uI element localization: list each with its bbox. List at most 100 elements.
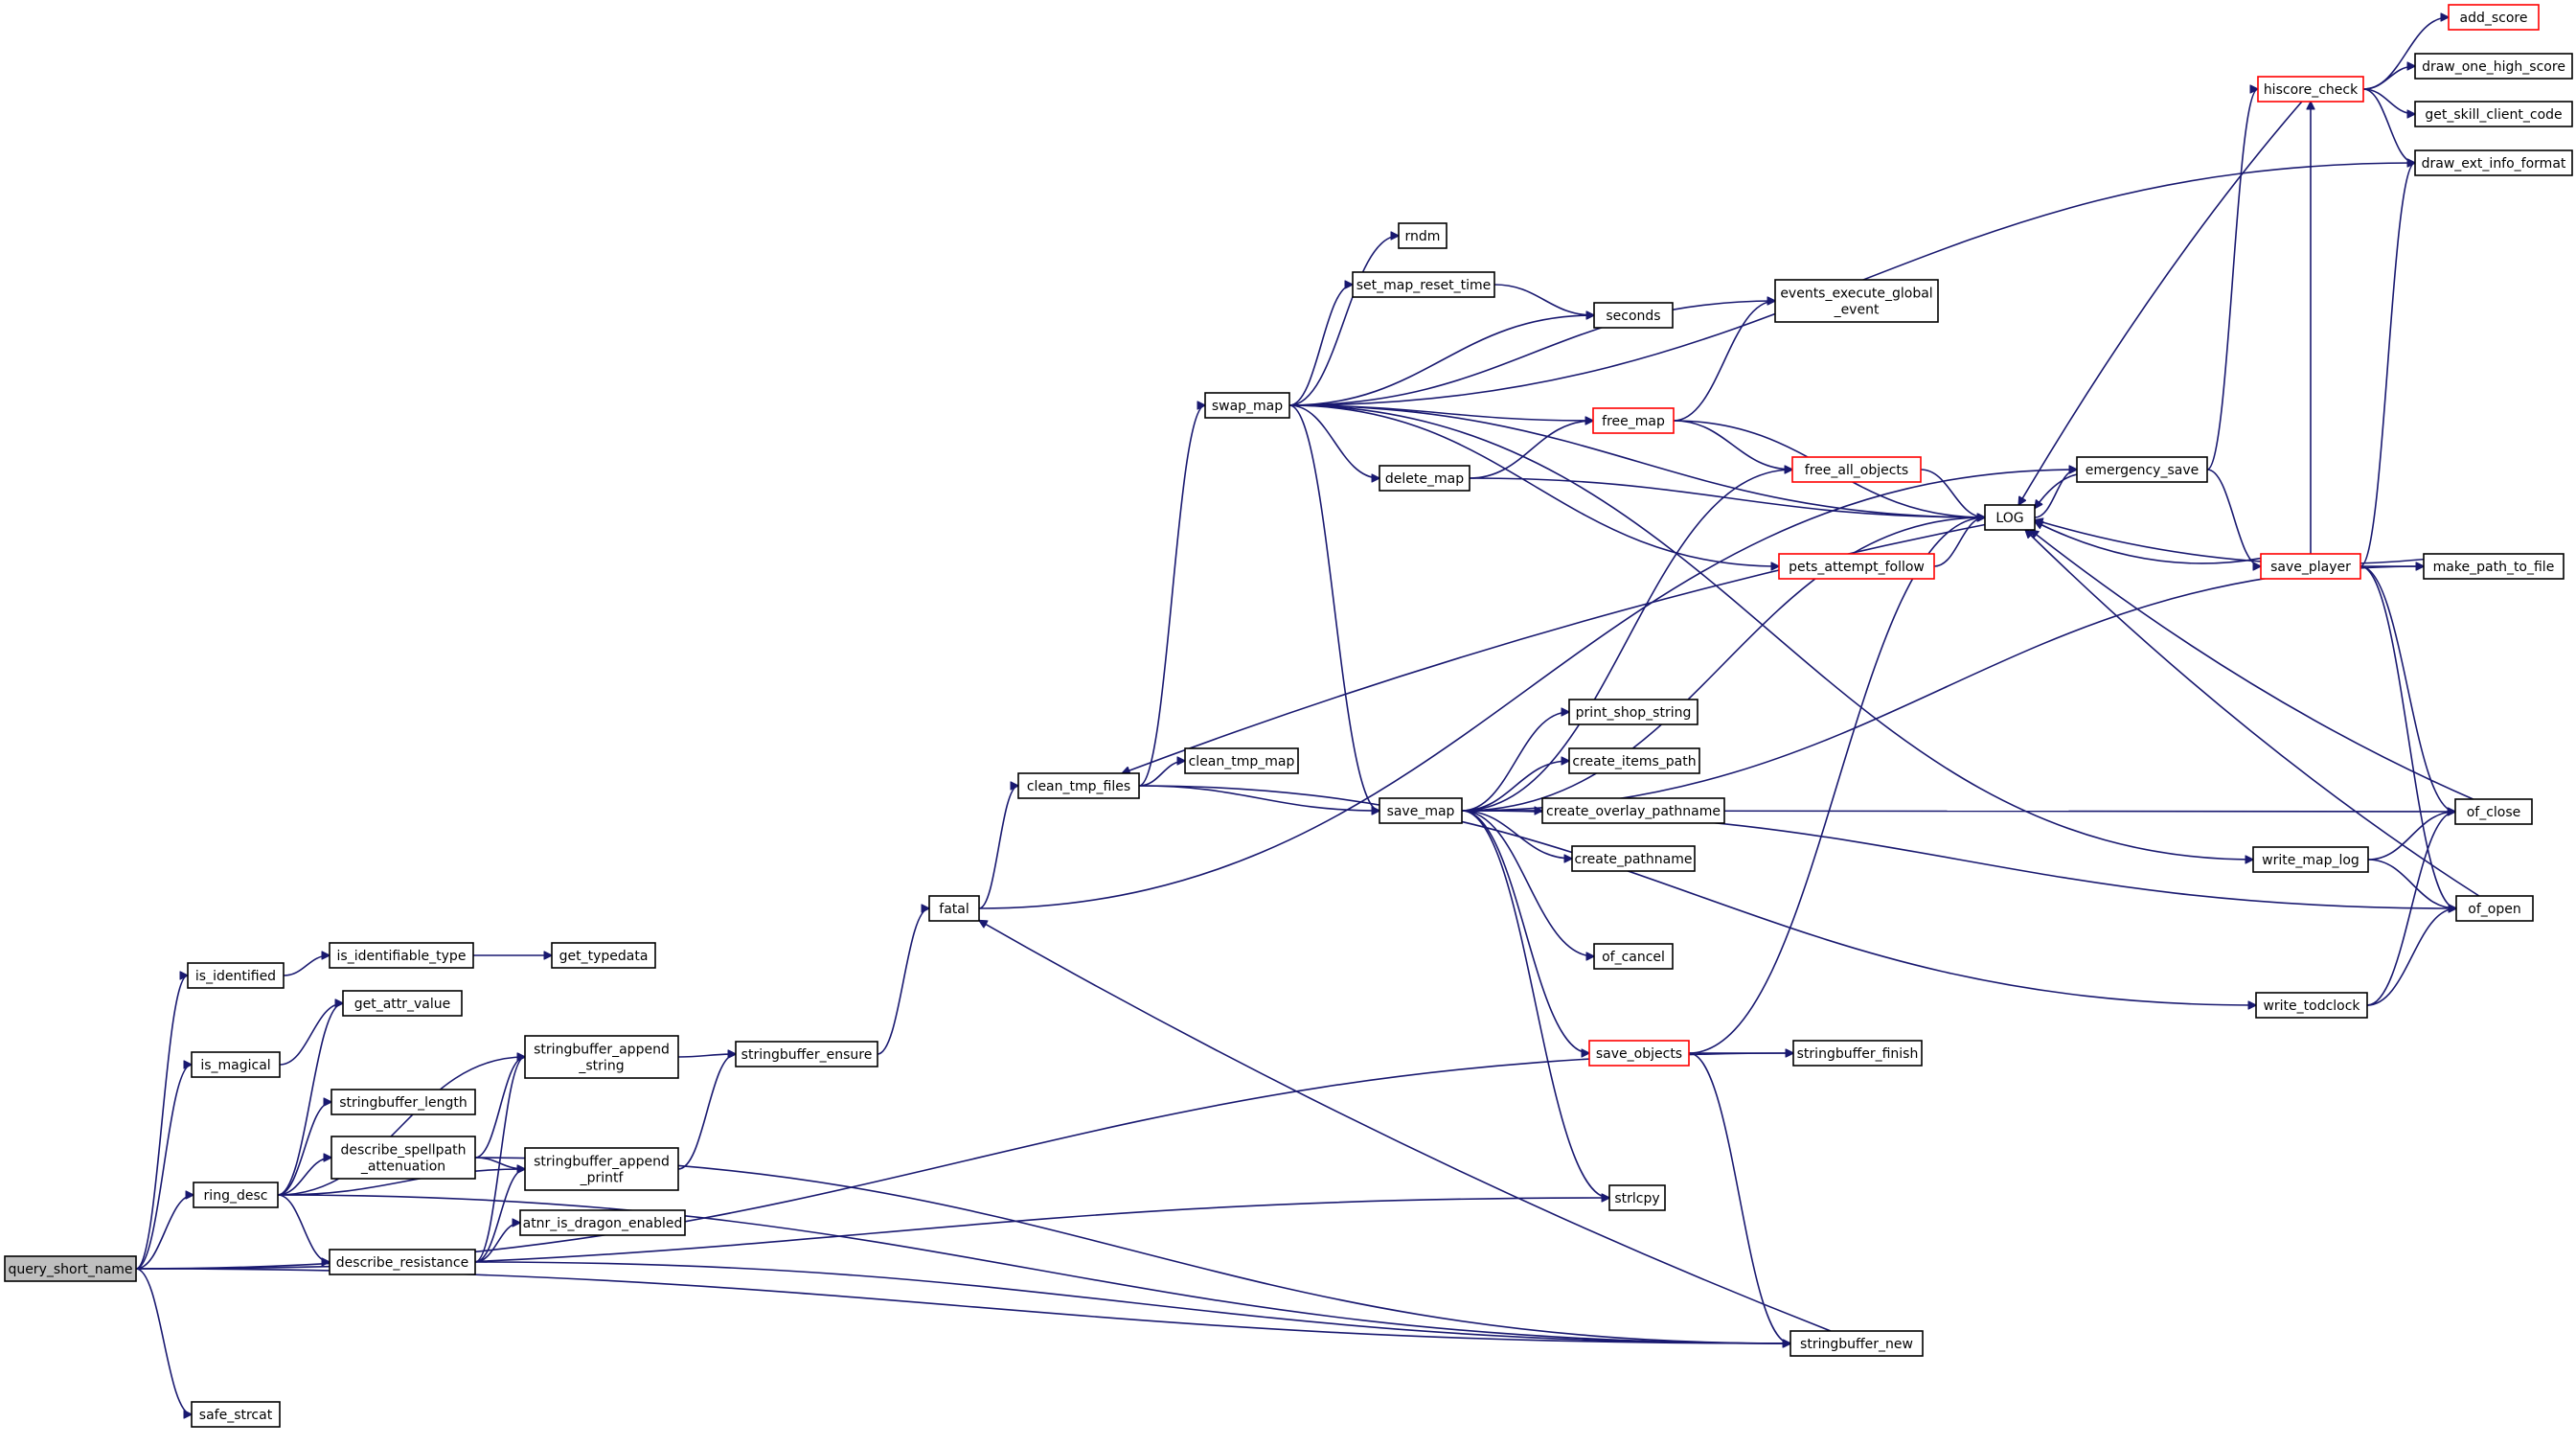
edge-stringbuffer_append_printf-to-stringbuffer_ensure — [677, 1054, 736, 1170]
node-box — [2455, 895, 2534, 922]
node-safe_strcat[interactable]: safe_strcat — [191, 1401, 281, 1428]
node-box — [331, 1089, 476, 1115]
edge-write_map_log-to-of_open — [2367, 859, 2456, 908]
node-box — [191, 1401, 281, 1428]
node-rndm[interactable]: rndm — [1398, 222, 1448, 249]
edge-LOG-to-clean_tmp_files — [1122, 523, 1986, 773]
edge-save_map-to-make_path_to_file — [1461, 566, 2424, 812]
node-box — [1571, 845, 1696, 872]
node-write_todclock[interactable]: write_todclock — [2255, 992, 2368, 1019]
edge-clean_tmp_files-to-write_todclock — [1138, 785, 2256, 1005]
node-write_map_log[interactable]: write_map_log — [2252, 846, 2369, 873]
node-clean_tmp_map[interactable]: clean_tmp_map — [1184, 747, 1299, 774]
node-box — [519, 1209, 686, 1236]
node-print_shop_string[interactable]: print_shop_string — [1568, 699, 1698, 725]
node-draw_ext_info_format[interactable]: draw_ext_info_format — [2414, 149, 2573, 176]
edge-make_path_to_file-to-LOG — [2035, 520, 2425, 565]
node-stringbuffer_length[interactable]: stringbuffer_length — [331, 1089, 476, 1115]
node-box — [2414, 149, 2573, 176]
node-strlcpy[interactable]: strlcpy — [1608, 1184, 1666, 1211]
edge-write_todclock-to-of_open — [2366, 908, 2456, 1006]
node-of_open[interactable]: of_open — [2455, 895, 2534, 922]
edge-swap_map-to-save_map — [1288, 404, 1379, 811]
node-label: query_short_name — [8, 1262, 132, 1277]
node-delete_map[interactable]: delete_map — [1379, 465, 1470, 492]
edge-clean_tmp_files-to-save_map — [1138, 785, 1379, 811]
node-seconds[interactable]: seconds — [1593, 302, 1674, 329]
node-box — [2257, 76, 2364, 103]
node-free_all_objects[interactable]: free_all_objects — [1791, 456, 1922, 483]
node-fatal[interactable]: fatal — [928, 895, 980, 922]
node-label: create_items_path — [1572, 754, 1696, 769]
node-create_overlay_pathname[interactable]: create_overlay_pathname — [1541, 797, 1725, 824]
node-describe_spellpath_attenuation[interactable]: describe_spellpath_attenuation — [331, 1136, 476, 1180]
node-atnr_is_dragon_enabled[interactable]: atnr_is_dragon_enabled — [519, 1209, 686, 1236]
node-stringbuffer_append_printf[interactable]: stringbuffer_append_printf — [524, 1147, 679, 1191]
node-stringbuffer_finish[interactable]: stringbuffer_finish — [1792, 1040, 1923, 1067]
edge-ring_desc-to-stringbuffer_append_printf — [277, 1169, 525, 1196]
node-ring_desc[interactable]: ring_desc — [193, 1182, 279, 1208]
node-create_items_path[interactable]: create_items_path — [1568, 747, 1700, 774]
node-LOG[interactable]: LOG — [1984, 504, 2036, 531]
node-stringbuffer_ensure[interactable]: stringbuffer_ensure — [735, 1041, 878, 1067]
node-label: free_all_objects — [1805, 463, 1908, 478]
node-make_path_to_file[interactable]: make_path_to_file — [2423, 553, 2565, 580]
node-label: create_overlay_pathname — [1546, 804, 1721, 819]
edge-swap_map-to-write_map_log — [1288, 404, 2253, 860]
edge-swap_map-to-LOG — [1288, 404, 1985, 517]
node-set_map_reset_time[interactable]: set_map_reset_time — [1352, 271, 1495, 298]
node-get_typedata[interactable]: get_typedata — [551, 942, 656, 969]
edge-swap_map-to-rndm — [1288, 236, 1399, 406]
node-save_player[interactable]: save_player — [2260, 553, 2361, 580]
node-label: _event — [1834, 303, 1880, 318]
node-label: emergency_save — [2086, 463, 2200, 478]
node-draw_one_high_score[interactable]: draw_one_high_score — [2414, 53, 2573, 80]
node-label: get_typedata — [559, 949, 649, 964]
edge-save_objects-to-LOG — [1688, 517, 1985, 1054]
node-box — [187, 962, 285, 989]
node-hiscore_check[interactable]: hiscore_check — [2257, 76, 2364, 103]
node-query_short_name[interactable]: query_short_name — [4, 1255, 137, 1282]
node-label: stringbuffer_append — [534, 1155, 670, 1170]
node-is_magical[interactable]: is_magical — [191, 1051, 281, 1078]
node-box — [2255, 992, 2368, 1019]
node-create_pathname[interactable]: create_pathname — [1571, 845, 1696, 872]
node-describe_resistance[interactable]: describe_resistance — [329, 1249, 476, 1275]
edge-hiscore_check-to-draw_one_high_score — [2362, 66, 2415, 90]
node-is_identified[interactable]: is_identified — [187, 962, 285, 989]
node-get_skill_client_code[interactable]: get_skill_client_code — [2414, 101, 2573, 127]
node-box — [1568, 699, 1698, 725]
edge-save_map-to-free_all_objects — [1461, 470, 1792, 812]
node-save_map[interactable]: save_map — [1379, 797, 1463, 824]
edge-stringbuffer_new-to-fatal — [979, 921, 1832, 1332]
node-label: save_objects — [1596, 1046, 1682, 1062]
node-get_attr_value[interactable]: get_attr_value — [342, 990, 463, 1017]
node-clean_tmp_files[interactable]: clean_tmp_files — [1017, 772, 1140, 799]
node-label: write_todclock — [2263, 998, 2360, 1014]
node-label: is_identified — [195, 969, 276, 984]
node-label: describe_resistance — [336, 1255, 468, 1271]
node-swap_map[interactable]: swap_map — [1204, 392, 1290, 419]
node-add_score[interactable]: add_score — [2448, 4, 2540, 31]
edge-emergency_save-to-hiscore_check — [2206, 89, 2259, 471]
node-box — [193, 1182, 279, 1208]
node-box — [1352, 271, 1495, 298]
node-of_cancel[interactable]: of_cancel — [1593, 943, 1674, 970]
edge-ring_desc-to-stringbuffer_new — [277, 1194, 1790, 1343]
node-stringbuffer_new[interactable]: stringbuffer_new — [1790, 1330, 1924, 1357]
node-free_map[interactable]: free_map — [1592, 407, 1675, 434]
node-of_close[interactable]: of_close — [2454, 798, 2533, 825]
node-box — [1541, 797, 1725, 824]
node-emergency_save[interactable]: emergency_save — [2076, 456, 2208, 483]
edge-query_short_name-to-ring_desc — [135, 1195, 194, 1270]
node-save_objects[interactable]: save_objects — [1588, 1040, 1690, 1067]
edge-hiscore_check-to-get_skill_client_code — [2362, 88, 2415, 114]
node-label: make_path_to_file — [2433, 560, 2555, 575]
node-box — [191, 1051, 281, 1078]
node-stringbuffer_append_string[interactable]: stringbuffer_append_string — [524, 1035, 679, 1079]
node-events_execute_global_event[interactable]: events_execute_global_event — [1774, 279, 1939, 323]
node-label: _string — [578, 1059, 624, 1074]
node-pets_attempt_follow[interactable]: pets_attempt_follow — [1778, 553, 1935, 580]
edge-clean_tmp_files-to-swap_map — [1138, 405, 1205, 787]
node-is_identifiable_type[interactable]: is_identifiable_type — [329, 942, 474, 969]
